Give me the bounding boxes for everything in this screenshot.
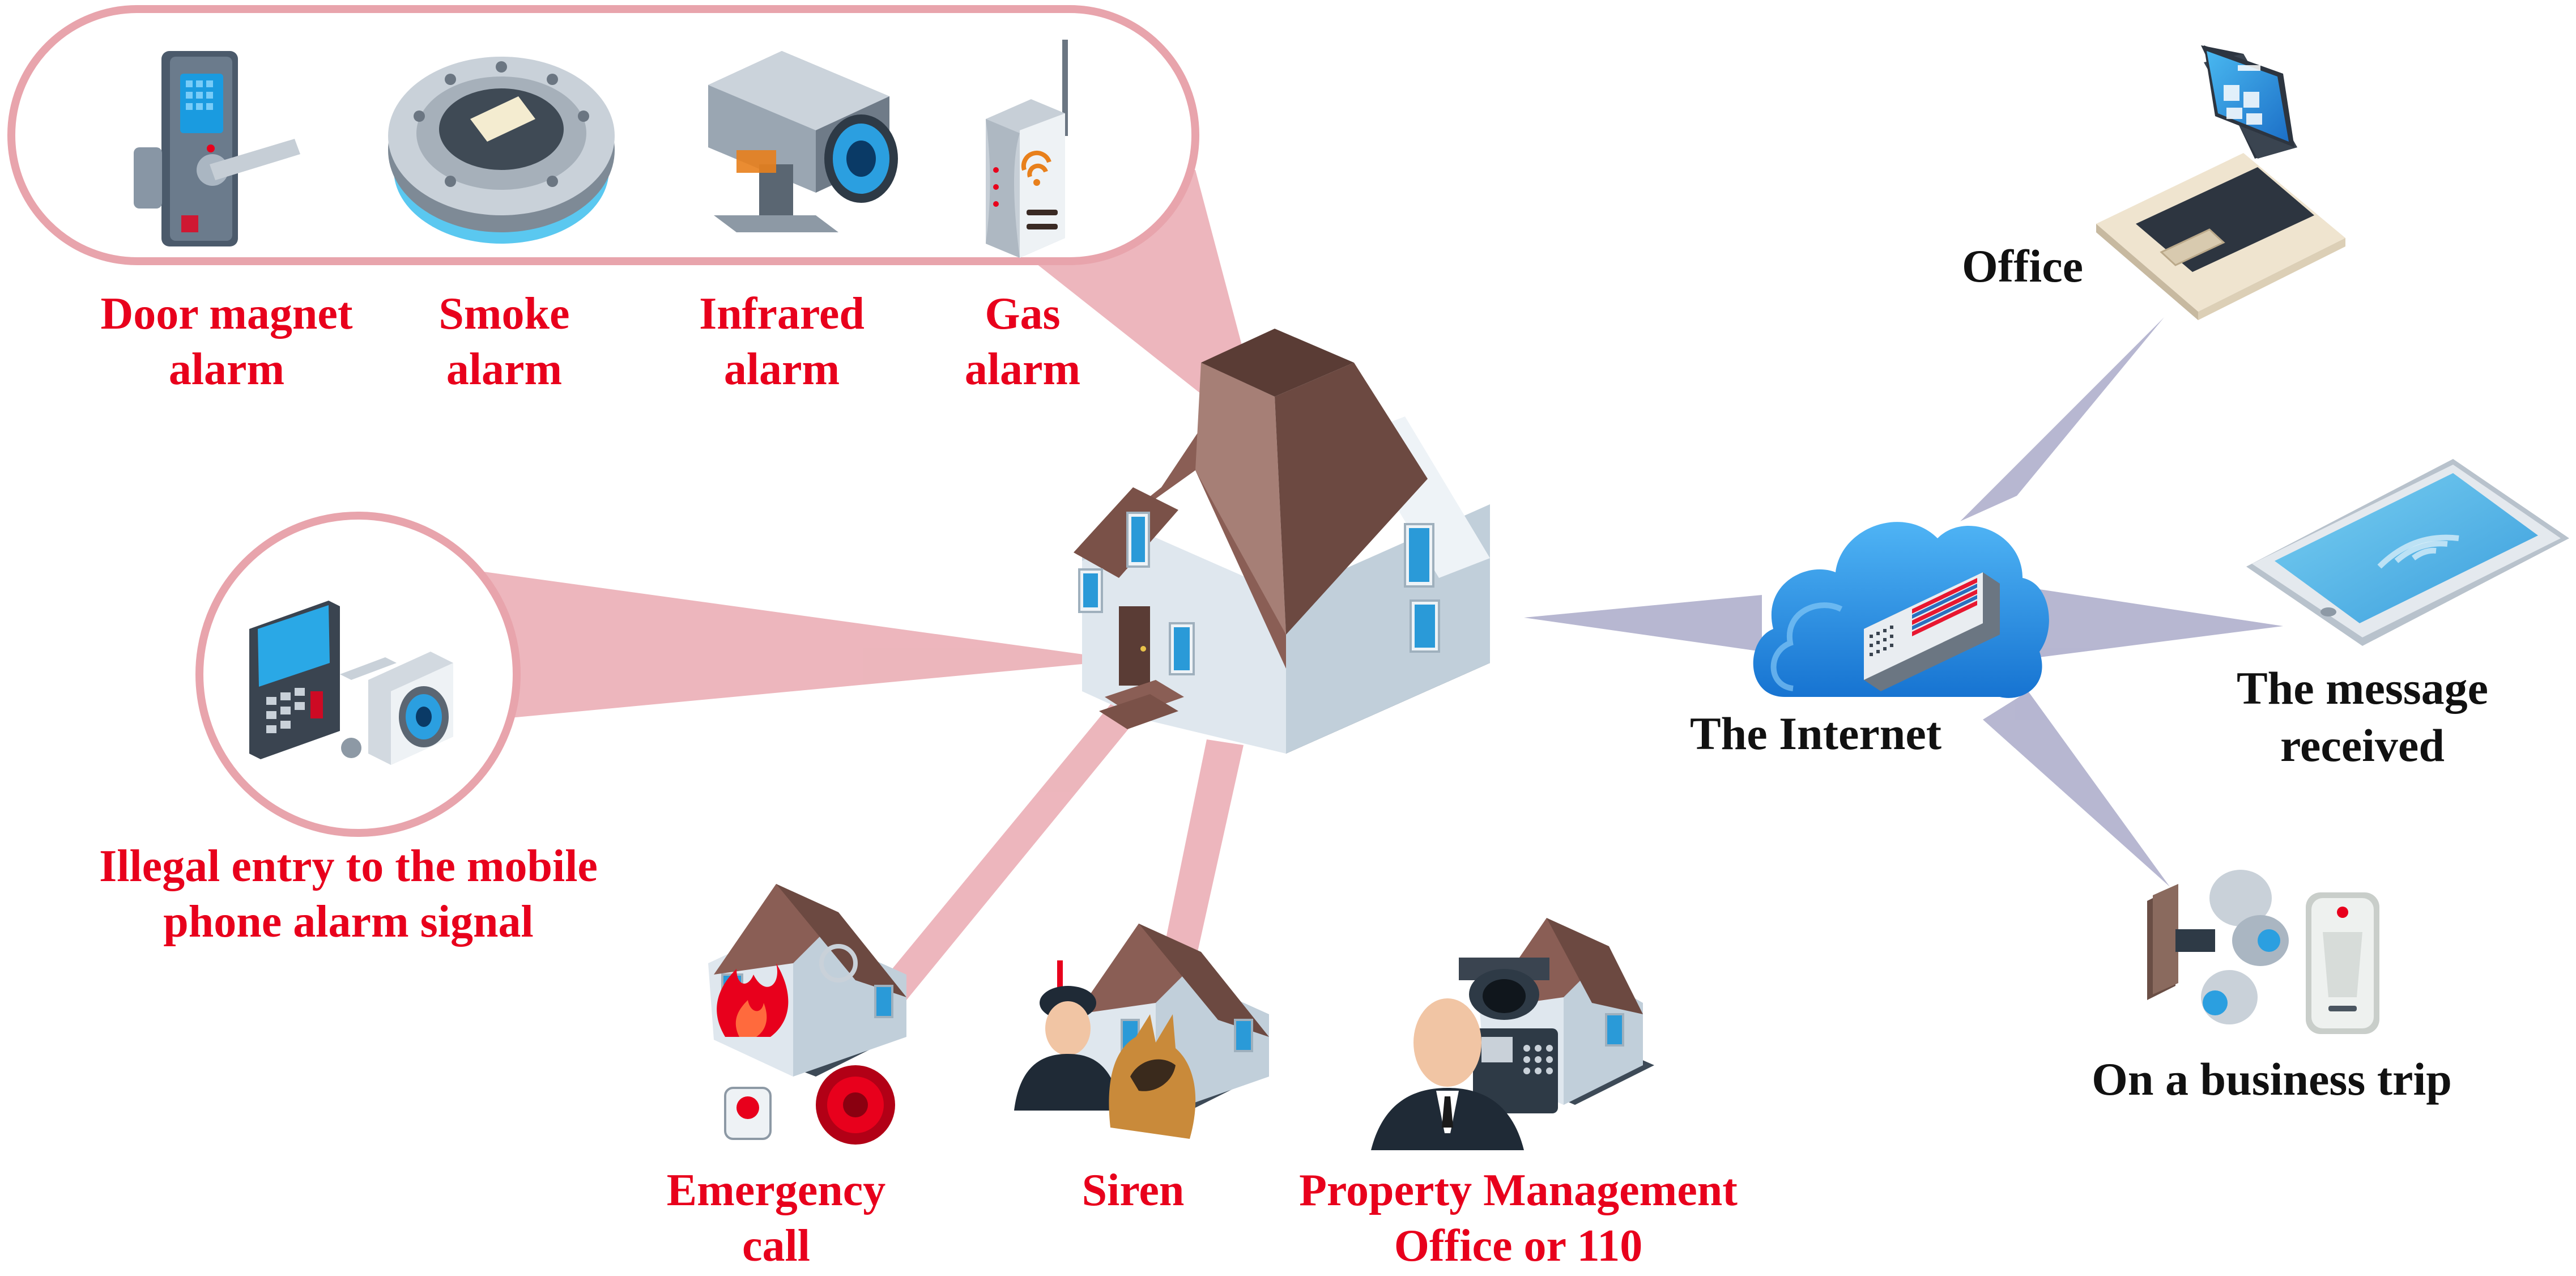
label-line: Gas	[985, 289, 1061, 339]
door-lock-icon	[134, 51, 300, 246]
label-line: Smoke	[438, 289, 570, 339]
smoke-detector-icon	[388, 57, 615, 244]
security-guard-house-icon	[1371, 918, 1654, 1150]
mobile-callout-beam	[371, 558, 1125, 731]
infrared-alarm-label: Infrared alarm	[669, 286, 895, 398]
emergency-beam	[878, 694, 1150, 1000]
security-camera-icon	[708, 51, 898, 232]
label-line: Door magnet	[100, 289, 353, 339]
label-line: Property Management	[1299, 1166, 1738, 1215]
door-magnet-alarm-label: Door magnet alarm	[85, 286, 368, 398]
business-trip-label: On a business trip	[2051, 1051, 2493, 1108]
guard-dog-house-icon	[1014, 924, 1269, 1139]
mobile-alarm-label: Illegal entry to the mobile phone alarm …	[45, 839, 652, 950]
smoke-alarm-label: Smoke alarm	[397, 286, 612, 398]
label-line: The Internet	[1689, 708, 1942, 759]
label-line: Siren	[1082, 1166, 1185, 1215]
smart-house-icon	[1074, 329, 1490, 754]
cloud-router-icon	[1753, 522, 2049, 698]
label-line: alarm	[964, 344, 1081, 395]
label-line: Infrared	[699, 289, 865, 339]
label-line: On a business trip	[2092, 1053, 2452, 1105]
label-line: Office or 110	[1394, 1221, 1643, 1271]
label-line: alarm	[446, 344, 563, 395]
fire-alarm-house-icon	[708, 884, 906, 1145]
network-beams	[1524, 317, 2283, 887]
label-line: Emergency	[666, 1166, 886, 1215]
label-line: alarm	[723, 344, 840, 395]
emergency-call-label: Emergency call	[640, 1163, 912, 1274]
property-management-label: Property Management Office or 110	[1241, 1163, 1796, 1274]
label-line: The message	[2236, 662, 2489, 714]
label-line: Illegal entry to the mobile	[99, 841, 598, 891]
beam-to-house	[1524, 595, 1762, 652]
siren-label: Siren	[1020, 1163, 1246, 1218]
beam-to-trip	[1983, 691, 2170, 887]
gas-alarm-label: Gas alarm	[935, 286, 1110, 398]
label-line: Office	[1962, 240, 2083, 292]
door-camera-sensor-icon	[2147, 870, 2379, 1034]
label-line: received	[2280, 719, 2445, 771]
label-line: call	[742, 1221, 810, 1271]
label-line: alarm	[168, 344, 285, 395]
internet-label: The Internet	[1632, 705, 2000, 763]
office-label: Office	[1904, 238, 2141, 295]
siren-beam	[1159, 739, 1244, 975]
gas-sensor-icon	[986, 40, 1068, 258]
beam-to-office	[1960, 317, 2164, 521]
beam-to-tablet	[2039, 589, 2283, 657]
laptop-icon	[2096, 45, 2345, 320]
keypad-camera-icon	[249, 601, 453, 765]
tablet-icon	[2246, 459, 2569, 646]
message-received-label: The message received	[2187, 660, 2538, 775]
label-line: phone alarm signal	[163, 897, 534, 947]
